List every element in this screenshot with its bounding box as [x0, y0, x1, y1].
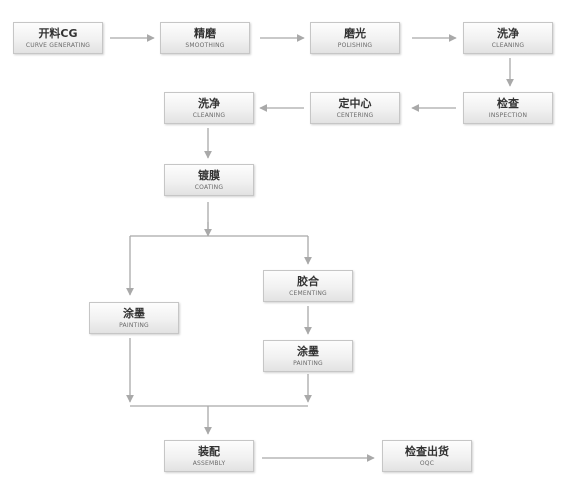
- step-label: 磨光: [344, 26, 366, 40]
- step-label: 装配: [198, 444, 220, 458]
- step-curve-generating: 开料CG CURVE GENERATING: [13, 22, 103, 54]
- step-label: 涂墨: [123, 306, 145, 320]
- step-coating: 镀膜 COATING: [164, 164, 254, 196]
- step-label: 镀膜: [198, 168, 220, 182]
- step-label: 涂墨: [297, 344, 319, 358]
- step-assembly: 装配 ASSEMBLY: [164, 440, 254, 472]
- step-smoothing: 精磨 SMOOTHING: [160, 22, 250, 54]
- step-sublabel: PAINTING: [119, 321, 149, 329]
- step-polishing: 磨光 POLISHING: [310, 22, 400, 54]
- step-sublabel: CLEANING: [192, 111, 226, 119]
- step-painting-right: 涂墨 PAINTING: [263, 340, 353, 372]
- step-sublabel: INSPECTION: [488, 111, 528, 119]
- step-cleaning-2: 洗净 CLEANING: [164, 92, 254, 124]
- step-painting-left: 涂墨 PAINTING: [89, 302, 179, 334]
- step-sublabel: PAINTING: [293, 359, 323, 367]
- step-centering: 定中心 CENTERING: [310, 92, 400, 124]
- step-sublabel: COATING: [194, 183, 224, 191]
- step-sublabel: POLISHING: [337, 41, 373, 49]
- step-label: 胶合: [297, 274, 319, 288]
- step-sublabel: ASSEMBLY: [192, 459, 226, 467]
- step-label: 检查: [497, 96, 519, 110]
- step-label: 洗净: [497, 26, 519, 40]
- step-label: 检查出货: [405, 444, 449, 458]
- step-cementing: 胶合 CEMENTING: [263, 270, 353, 302]
- step-sublabel: CLEANING: [491, 41, 525, 49]
- step-sublabel: SMOOTHING: [185, 41, 225, 49]
- step-oqc: 检查出货 OQC: [382, 440, 472, 472]
- step-label: 精磨: [194, 26, 216, 40]
- step-sublabel: CENTERING: [336, 111, 374, 119]
- step-inspection: 检查 INSPECTION: [463, 92, 553, 124]
- step-sublabel: OQC: [419, 459, 435, 467]
- step-sublabel: CEMENTING: [289, 289, 327, 297]
- step-sublabel: CURVE GENERATING: [25, 41, 91, 49]
- step-label: 洗净: [198, 96, 220, 110]
- step-cleaning-1: 洗净 CLEANING: [463, 22, 553, 54]
- step-label: 开料CG: [38, 26, 78, 40]
- step-label: 定中心: [338, 96, 372, 110]
